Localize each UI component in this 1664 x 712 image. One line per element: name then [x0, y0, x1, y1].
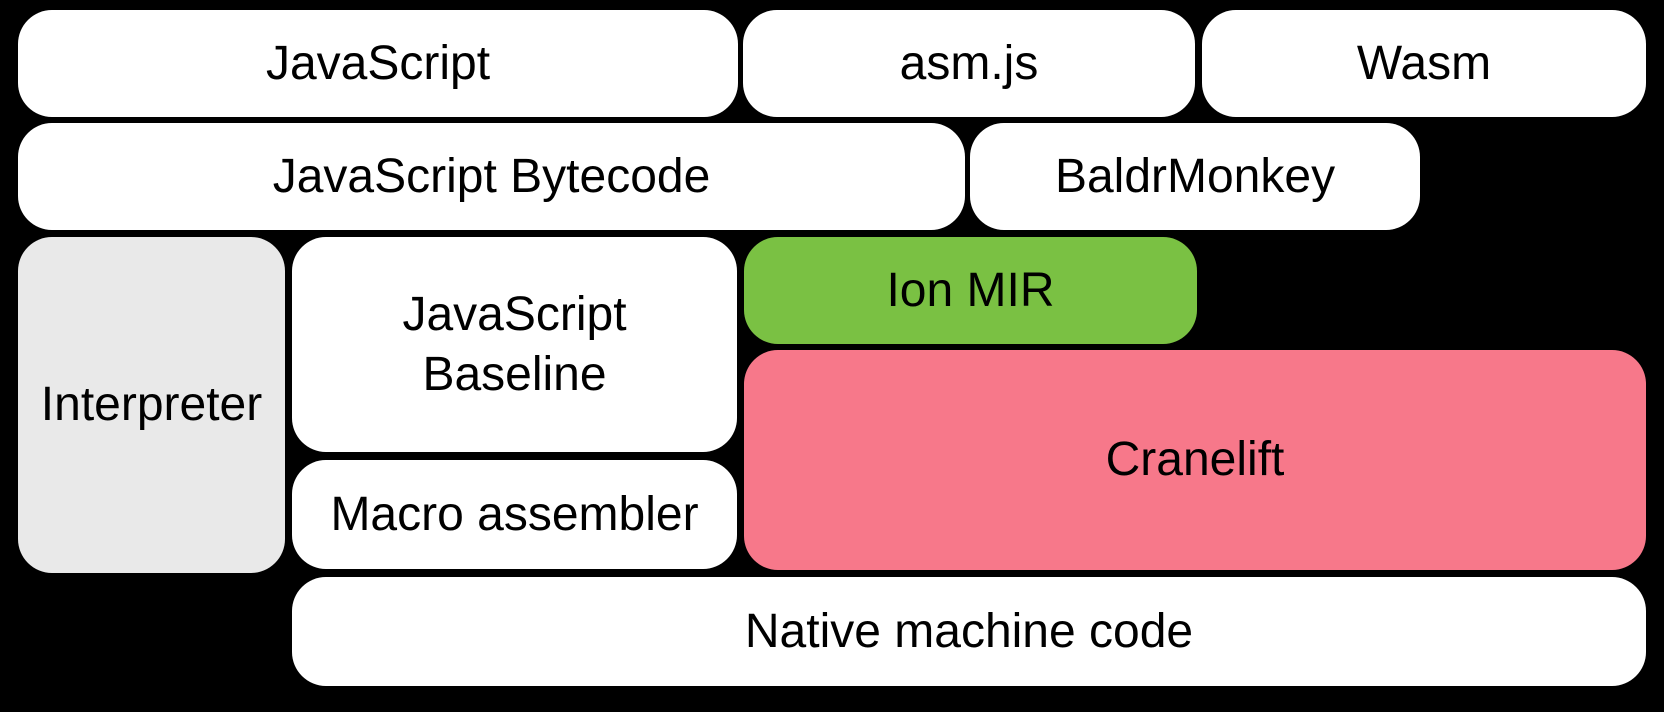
diagram-node-macro-assembler: Macro assembler	[292, 460, 737, 569]
diagram-node-javascript-baseline: JavaScript Baseline	[292, 237, 737, 452]
diagram-node-baldrmonkey: BaldrMonkey	[970, 123, 1420, 230]
diagram-node-javascript-bytecode: JavaScript Bytecode	[18, 123, 965, 230]
diagram-node-interpreter: Interpreter	[18, 237, 285, 573]
diagram-node-cranelift: Cranelift	[744, 350, 1646, 570]
diagram-node-javascript: JavaScript	[18, 10, 738, 117]
diagram-node-asmjs: asm.js	[743, 10, 1195, 117]
diagram-node-wasm: Wasm	[1202, 10, 1646, 117]
diagram-node-native-machine-code: Native machine code	[292, 577, 1646, 686]
diagram-node-ion-mir: Ion MIR	[744, 237, 1197, 344]
